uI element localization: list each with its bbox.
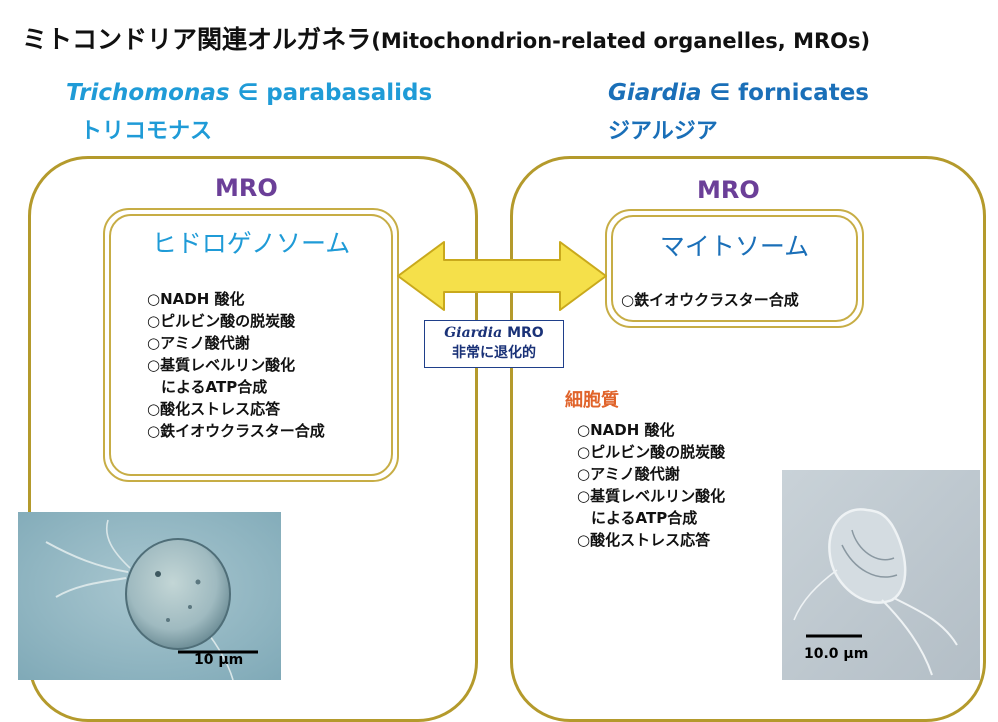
title-jp: ミトコンドリア関連オルガネラ	[22, 25, 372, 54]
mitosome-functions: ○鉄イオウクラスター合成	[621, 289, 799, 311]
function-item: ○基質レベルリン酸化	[577, 487, 726, 505]
left-organism-jp: トリコモナス	[80, 119, 213, 144]
mitosome-inner-border	[611, 215, 858, 322]
note-genus: Giardia	[444, 325, 503, 341]
function-item: ○NADH 酸化	[577, 421, 675, 439]
note-mro: MRO	[502, 325, 544, 341]
trichomonas-scale-label: 10 μm	[194, 652, 244, 668]
hydrogenosome-box: ヒドロゲノソーム ○NADH 酸化 ○ピルビン酸の脱炭酸 ○アミノ酸代謝 ○基質…	[103, 208, 399, 482]
cytoplasm-functions: ○NADH 酸化 ○ピルビン酸の脱炭酸 ○アミノ酸代謝 ○基質レベルリン酸化 に…	[577, 419, 725, 551]
left-genus: Trichomonas	[66, 80, 230, 106]
left-organism-header: Trichomonas ∈ parabasalids	[66, 80, 432, 106]
left-mro-label: MRO	[215, 174, 278, 202]
trichomonas-micrograph-image	[18, 512, 281, 680]
function-item: ○酸化ストレス応答	[577, 531, 711, 549]
hydrogenosome-title: ヒドロゲノソーム	[151, 229, 351, 258]
function-item: によるATP合成	[161, 378, 268, 396]
function-item: ○鉄イオウクラスター合成	[621, 291, 799, 309]
giardia-scale-label: 10.0 μm	[804, 646, 869, 662]
function-item: によるATP合成	[591, 509, 698, 527]
mitosome-box: マイトソーム ○鉄イオウクラスター合成	[605, 209, 864, 328]
function-item: ○鉄イオウクラスター合成	[147, 422, 325, 440]
hydrogenosome-functions: ○NADH 酸化 ○ピルビン酸の脱炭酸 ○アミノ酸代謝 ○基質レベルリン酸化 に…	[147, 288, 325, 442]
right-organism-jp: ジアルジア	[608, 119, 718, 144]
hydrogenosome-inner-border	[109, 214, 393, 476]
right-organism-header: Giardia ∈ fornicates	[608, 80, 869, 106]
function-item: ○基質レベルリン酸化	[147, 356, 296, 374]
double-arrow-icon	[397, 241, 607, 311]
function-item: ○酸化ストレス応答	[147, 400, 281, 418]
title-en: (Mitochondrion-related organelles, MROs)	[371, 29, 871, 53]
cytoplasm-label: 細胞質	[565, 390, 619, 411]
mitosome-title: マイトソーム	[659, 232, 810, 261]
giardia-micrograph-image	[782, 470, 980, 680]
function-item: ○ピルビン酸の脱炭酸	[577, 443, 726, 461]
function-item: ○アミノ酸代謝	[577, 465, 680, 483]
right-genus: Giardia	[608, 80, 702, 106]
trichomonas-micrograph: 10 μm	[18, 512, 281, 680]
giardia-micrograph: 10.0 μm	[782, 470, 980, 680]
giardia-mro-note: Giardia MRO 非常に退化的	[424, 320, 564, 368]
note-degenerate: 非常に退化的	[452, 345, 536, 361]
right-group: ∈ fornicates	[701, 80, 869, 106]
page-title: ミトコンドリア関連オルガネラ(Mitochondrion-related org…	[22, 20, 870, 56]
function-item: ○NADH 酸化	[147, 290, 245, 308]
right-mro-label: MRO	[697, 176, 760, 204]
function-item: ○アミノ酸代謝	[147, 334, 250, 352]
function-item: ○ピルビン酸の脱炭酸	[147, 312, 296, 330]
left-group: ∈ parabasalids	[229, 80, 433, 106]
